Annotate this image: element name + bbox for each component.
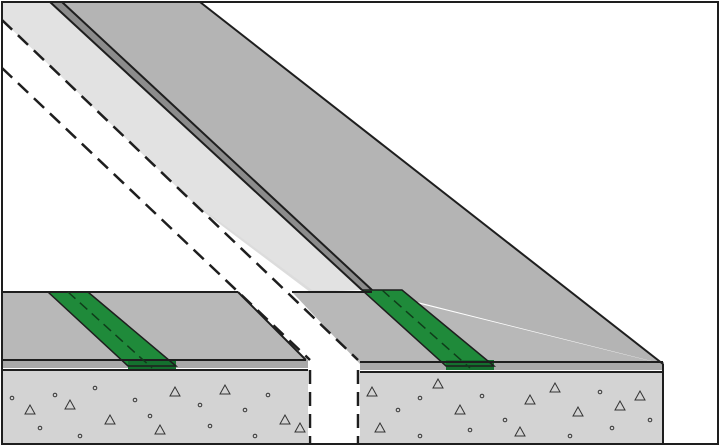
concrete-aggregate [9, 377, 653, 439]
raised-slab-lip [50, 2, 372, 290]
concrete-left [2, 370, 308, 444]
aggregate-mark [524, 393, 536, 405]
aggregate-mark [132, 397, 138, 403]
aggregate-mark [9, 395, 15, 401]
aggregate-mark [154, 423, 166, 435]
concrete-right [360, 372, 664, 444]
movement-joint-vertical [310, 360, 358, 446]
aggregate-mark [549, 381, 561, 393]
aggregate-mark [92, 385, 98, 391]
aggregate-mark [242, 407, 248, 413]
aggregate-mark [77, 433, 83, 439]
aggregate-mark [479, 393, 485, 399]
aggregate-mark [265, 392, 271, 398]
sealing-tape-left [48, 292, 176, 366]
sealing-tape-right [362, 290, 494, 366]
aggregate-mark [37, 425, 43, 431]
aggregate-mark [567, 433, 573, 439]
aggregate-mark [104, 413, 116, 425]
raised-slab-top [50, 2, 663, 364]
aggregate-mark [417, 433, 423, 439]
aggregate-mark [634, 389, 646, 401]
aggregate-mark [279, 413, 291, 425]
lower-right-slab-lip [360, 362, 664, 370]
aggregate-mark [374, 421, 386, 433]
aggregate-mark [395, 407, 401, 413]
aggregate-mark [432, 377, 444, 389]
aggregate-mark [597, 389, 603, 395]
aggregate-mark [147, 413, 153, 419]
board-band-light [2, 2, 362, 290]
aggregate-mark [454, 403, 466, 415]
joint-dashed-edges [1, 19, 360, 444]
aggregate-mark [502, 417, 508, 423]
aggregate-mark [219, 383, 231, 395]
sealing-tape-right-base [446, 360, 494, 370]
aggregate-mark [366, 385, 378, 397]
aggregate-mark [467, 427, 473, 433]
sealing-tape-left-base [128, 360, 176, 370]
aggregate-mark [514, 425, 526, 437]
aggregate-mark [24, 403, 36, 415]
aggregate-mark [572, 405, 584, 417]
aggregate-mark [647, 417, 653, 423]
aggregate-mark [207, 423, 213, 429]
tape-dashed-lines [67, 289, 471, 369]
aggregate-mark [197, 402, 203, 408]
aggregate-mark [294, 421, 306, 433]
aggregate-mark [609, 425, 615, 431]
aggregate-mark [417, 395, 423, 401]
aggregate-mark [64, 398, 76, 410]
aggregate-mark [614, 399, 626, 411]
aggregate-mark [52, 392, 58, 398]
aggregate-mark [252, 433, 258, 439]
aggregate-mark [169, 385, 181, 397]
